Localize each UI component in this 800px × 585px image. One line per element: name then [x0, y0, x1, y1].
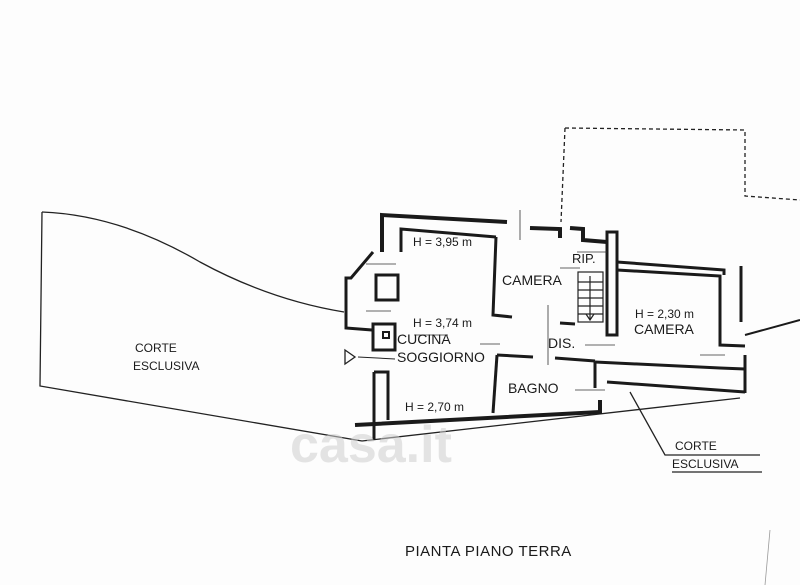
window-marks — [366, 210, 725, 391]
room-label-camera-2: CAMERA — [634, 321, 695, 337]
walls — [344, 212, 800, 440]
height-label-4: H = 2,30 m — [635, 307, 694, 321]
corte-leader-line — [629, 391, 760, 456]
staircase — [577, 271, 604, 323]
corte-right-line2: ESCLUSIVA — [672, 457, 738, 471]
room-label-soggiorno: SOGGIORNO — [397, 349, 485, 365]
corte-right-line1: CORTE — [675, 439, 717, 453]
height-label-2: H = 3,74 m — [413, 316, 472, 330]
room-label-rip: RIP. — [572, 251, 596, 266]
height-label-1: H = 3,95 m — [413, 235, 472, 249]
plan-title: PIANTA PIANO TERRA — [405, 543, 572, 560]
room-label-cucina: CUCINA — [397, 331, 451, 347]
corte-left-line1: CORTE — [135, 341, 177, 355]
height-label-3: H = 2,70 m — [405, 400, 464, 414]
yard-boundaries — [39, 127, 800, 473]
watermark-logo: casa.it — [290, 416, 452, 474]
room-label-camera-1: CAMERA — [502, 272, 563, 288]
dashed-neighbour-outline — [564, 127, 800, 201]
entrance-triangle-icon — [344, 348, 357, 366]
south-boundary — [361, 397, 741, 442]
room-label-dis: DIS. — [548, 335, 575, 351]
chimney-column — [605, 230, 619, 337]
room-label-bagno: BAGNO — [508, 380, 559, 396]
left-yard-top-boundary — [41, 211, 345, 313]
corte-left-line2: ESCLUSIVA — [133, 359, 199, 373]
left-yard-boundary — [39, 211, 363, 442]
stair-arrow-icon — [585, 276, 595, 322]
